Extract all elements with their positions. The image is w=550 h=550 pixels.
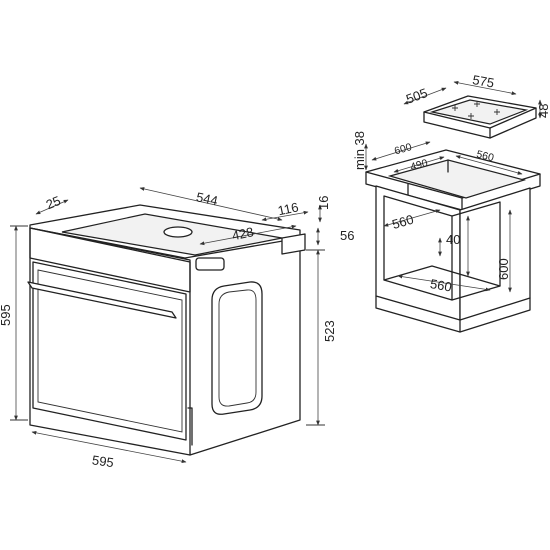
cabinet-side-panel	[459, 187, 531, 321]
dim-line-505	[403, 87, 447, 105]
oven-drawing	[10, 187, 325, 464]
dim-line-544	[139, 187, 283, 221]
label-vent-gap: 40	[446, 232, 460, 247]
label-oven-top-depth: 544	[195, 189, 219, 208]
label-oven-rear-depth: 116	[276, 199, 299, 218]
hob-burner-marks	[452, 101, 500, 119]
cabinet-drawing	[364, 141, 541, 333]
label-niche-width: 560	[429, 276, 453, 295]
label-oven-inner-depth: 428	[231, 224, 255, 243]
oven-control-panel	[29, 227, 191, 293]
label-cutout-width: 560	[475, 148, 495, 164]
dim-line-560-width	[397, 274, 491, 292]
label-niche-depth: 560	[390, 212, 415, 232]
oven-fan-vent	[163, 226, 193, 238]
label-cutout-depth: 490	[409, 157, 429, 173]
dim-line-560-cutout	[455, 155, 523, 175]
label-cabinet-min-gap: min 38	[352, 131, 367, 170]
oven-side-window	[211, 281, 263, 415]
dim-line-595-horizontal	[31, 430, 187, 464]
dim-line-25	[35, 199, 69, 215]
oven-hinge-bracket	[195, 257, 225, 271]
label-cabinet-width: 600	[393, 141, 413, 157]
label-oven-top-thickness: 16	[316, 196, 331, 210]
label-hob-width: 575	[471, 72, 495, 91]
oven-rear-block	[281, 233, 306, 255]
oven-door-handle	[27, 281, 177, 319]
oven-foot	[187, 407, 193, 446]
dim-line-560-depth	[383, 209, 441, 227]
label-oven-width: 595	[91, 452, 115, 470]
dim-line-428	[199, 224, 297, 246]
dim-line-575	[453, 80, 517, 96]
label-oven-height: 595	[0, 304, 13, 326]
label-niche-height: 600	[496, 258, 511, 280]
dim-line-116	[261, 210, 309, 222]
hob-glass-top	[429, 99, 529, 125]
hob-drawing	[403, 80, 542, 139]
label-hob-depth: 505	[404, 85, 430, 107]
label-oven-rear-step: 56	[340, 228, 354, 243]
dim-line-600-width	[371, 141, 431, 161]
label-oven-side-offset: 25	[44, 193, 63, 212]
label-hob-thickness: 48	[536, 104, 550, 118]
label-oven-body-height: 523	[322, 320, 337, 342]
dim-line-490	[393, 156, 445, 173]
